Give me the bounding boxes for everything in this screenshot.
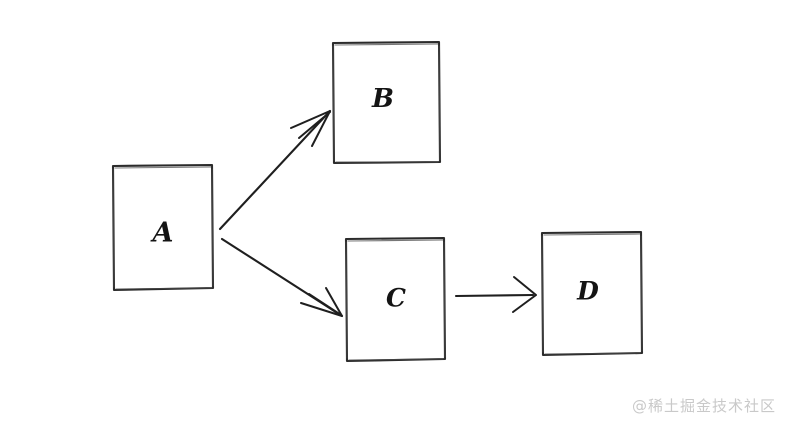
- node-d-label: D: [576, 277, 599, 306]
- node-b[interactable]: B: [331, 40, 442, 165]
- edge-c-to-d[interactable]: [454, 276, 537, 313]
- edge-c-to-d-arrowhead: [512, 276, 537, 313]
- node-b-label: B: [371, 84, 394, 114]
- node-b-box-sketch-overlay: [332, 43, 441, 163]
- node-c-label: C: [386, 284, 406, 313]
- edge-a-to-c-arrowhead: [300, 287, 343, 317]
- edge-a-to-c[interactable]: [220, 237, 344, 318]
- edge-c-to-d-line: [454, 293, 535, 298]
- node-c-box-sketch-overlay: [345, 239, 446, 361]
- node-a-box-sketch-overlay: [112, 166, 214, 290]
- node-d[interactable]: D: [540, 230, 644, 357]
- edge-a-to-c-arrowhead-inner: [308, 293, 342, 316]
- edge-a-to-b[interactable]: [218, 109, 332, 231]
- node-c[interactable]: C: [344, 236, 447, 363]
- edge-a-to-b-arrowhead: [290, 110, 331, 147]
- edge-a-to-b-line: [218, 109, 332, 231]
- edge-a-to-b-arrowhead-inner: [298, 111, 331, 139]
- watermark: @稀土掘金技术社区: [631, 397, 776, 415]
- node-a-label: A: [150, 218, 174, 249]
- node-a[interactable]: A: [111, 163, 215, 292]
- node-d-box-sketch-overlay: [541, 233, 643, 355]
